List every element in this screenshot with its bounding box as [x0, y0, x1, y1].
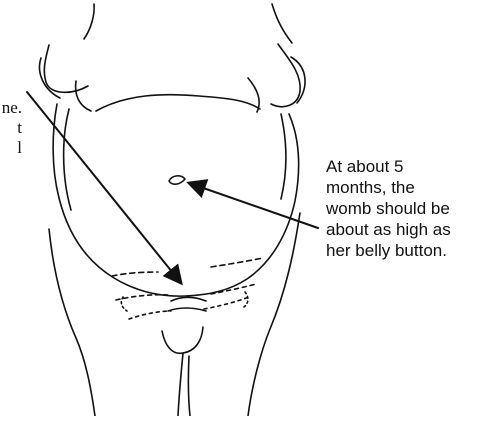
left-label-line-2: t — [0, 118, 22, 138]
left-label-line-1: ne. — [0, 98, 22, 118]
right-label-line-1: At about 5 — [326, 156, 498, 177]
pointer-arrows — [27, 92, 318, 283]
right-label: At about 5 months, the womb should be ab… — [326, 156, 498, 261]
left-label-line-3: l — [0, 138, 22, 158]
right-label-line-2: months, the — [326, 177, 498, 198]
arrow-icon — [189, 183, 318, 228]
right-label-line-3: womb should be — [326, 198, 498, 219]
arrow-icon — [27, 92, 181, 283]
belly-button-icon — [169, 176, 185, 184]
left-label: ne. t l — [0, 98, 22, 158]
right-label-line-5: her belly button. — [326, 240, 498, 261]
right-label-line-4: about as high as — [326, 219, 498, 240]
